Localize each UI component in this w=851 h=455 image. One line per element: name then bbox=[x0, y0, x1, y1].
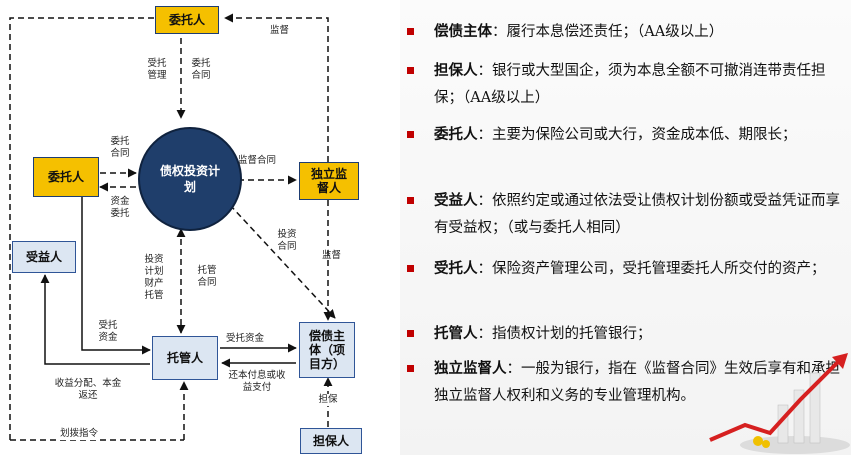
transfer-order-label: 划拨指令 bbox=[58, 428, 101, 440]
income-dist-line bbox=[40, 274, 150, 365]
item-text: ：履行本息偿还责任；（AA级以上） bbox=[492, 24, 724, 40]
item-text: ：银行或大型国企，须为本息全额不可撤消连带责任担保；（AA级以上） bbox=[434, 63, 826, 106]
item-term: 受益人 bbox=[434, 192, 478, 209]
list-item: 偿债主体：履行本息偿还责任；（AA级以上） bbox=[407, 18, 847, 46]
role-description-list: 偿债主体：履行本息偿还责任；（AA级以上） 担保人：银行或大型国企，须为本息全额… bbox=[400, 0, 851, 455]
debtor-node: 偿债主体（项目方） bbox=[299, 322, 355, 378]
supervisor-node: 独立监督人 bbox=[299, 162, 359, 200]
fund-entrust-label: 资金委托 bbox=[110, 196, 130, 219]
plan-node: 债权投资计划 bbox=[138, 127, 242, 231]
bullet-square-icon bbox=[407, 265, 414, 272]
invest-contract-label: 投资合同 bbox=[277, 229, 297, 252]
income-dist-label: 收益分配、本金返还 bbox=[54, 378, 122, 401]
guarantee-label: 担保 bbox=[316, 394, 340, 406]
bullet-square-icon bbox=[407, 28, 414, 35]
bullet-square-icon bbox=[407, 197, 414, 204]
growth-chart-decoration-icon bbox=[709, 353, 850, 454]
list-item: 受托人：保险资产管理公司，受托管理委托人所交付的资产； bbox=[407, 255, 847, 283]
invest-contract-line bbox=[229, 204, 336, 319]
supervise-top-line bbox=[224, 13, 329, 162]
supervise-contract-label: 监督合同 bbox=[238, 155, 277, 166]
plan-property-custody-label: 投资计划财产托管 bbox=[144, 254, 164, 301]
list-item: 托管人：指债权计划的托管银行； bbox=[407, 320, 847, 348]
item-term: 偿债主体 bbox=[434, 23, 492, 40]
item-term: 受托人 bbox=[434, 260, 478, 277]
list-item: 独立监督人：一般为银行，指在《监督合同》生效后享有和承担独立监督人权利和义务的专… bbox=[407, 355, 847, 410]
bullet-square-icon bbox=[407, 365, 414, 372]
entrusted-mgmt-label: 受托管理 bbox=[147, 58, 167, 81]
guarantor-node: 担保人 bbox=[300, 428, 362, 454]
entrusted-funds-label: 受托资金 bbox=[98, 320, 118, 343]
item-text: ：指债权计划的托管银行； bbox=[477, 326, 652, 342]
list-item: 委托人：主要为保险公司或大行，资金成本低、期限长； bbox=[407, 121, 847, 149]
beneficiary-node: 受益人 bbox=[12, 241, 76, 273]
item-text: ：主要为保险公司或大行，资金成本低、期限长； bbox=[477, 127, 797, 143]
list-item: 担保人：银行或大型国企，须为本息全额不可撤消连带责任担保；（AA级以上） bbox=[407, 57, 847, 112]
trustee-top-node: 委托人 bbox=[155, 6, 219, 34]
repay-label: 还本付息或收益支付 bbox=[228, 370, 286, 393]
plan-node-label: 债权投资计划 bbox=[159, 164, 220, 194]
entrust-contract-top-label: 委托合同 bbox=[191, 58, 211, 81]
list-item: 受益人：依照约定或通过依法受让债权计划份额或受益凭证而享有受益权；（或与委托人相… bbox=[407, 187, 847, 242]
supervise-right-label: 监督 bbox=[322, 250, 342, 261]
bullet-square-icon bbox=[407, 67, 414, 74]
bullet-square-icon bbox=[407, 131, 414, 138]
item-term: 独立监督人 bbox=[434, 360, 507, 377]
trustor-node: 委托人 bbox=[33, 157, 99, 197]
item-text: ：一般为银行，指在《监督合同》生效后享有和承担独立监督人权利和义务的专业管理机构… bbox=[434, 361, 840, 404]
outer-frame-left bbox=[9, 17, 155, 440]
custodian-node: 托管人 bbox=[152, 336, 218, 380]
fund-transfer-label: 受托资金 bbox=[226, 333, 265, 344]
item-term: 委托人 bbox=[434, 126, 478, 143]
structure-diagram: 委托人 债权投资计划 委托人 独立监督人 受益人 托管人 偿债主体（项目方） 担… bbox=[0, 0, 400, 455]
item-term: 托管人 bbox=[434, 325, 478, 342]
item-text: ：依照约定或通过依法受让债权计划份额或受益凭证而享有受益权；（或与委托人相同） bbox=[434, 193, 840, 236]
item-text: ：保险资产管理公司，受托管理委托人所交付的资产； bbox=[477, 261, 826, 277]
bullet-square-icon bbox=[407, 330, 414, 337]
item-term: 担保人 bbox=[434, 62, 478, 79]
trustor-funds-line bbox=[81, 195, 151, 355]
entrust-contract-left-label: 委托合同 bbox=[110, 136, 130, 159]
supervise-top-label: 监督 bbox=[270, 25, 290, 36]
custody-contract-label: 托管合同 bbox=[197, 265, 217, 288]
